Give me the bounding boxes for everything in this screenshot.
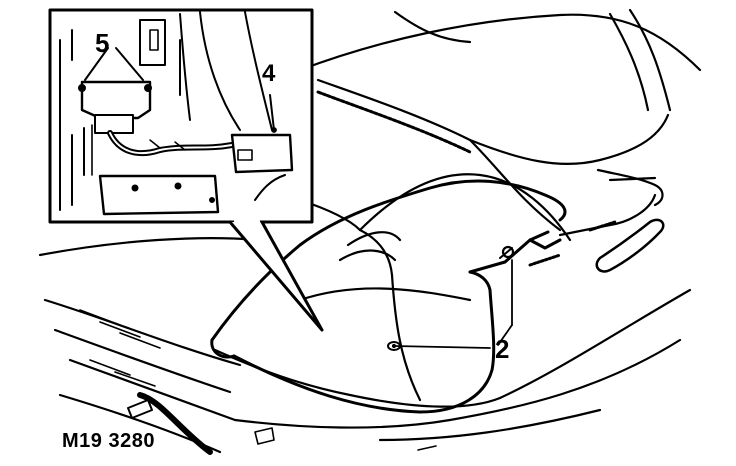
harness-connector [230,133,294,174]
seat-scene [38,8,702,455]
detail-inset [48,8,324,332]
floor-fixing-bolt [387,341,491,351]
callout-label-2: 2 [495,334,510,364]
callout-label-5: 5 [95,28,110,58]
buckle-mounting-plate [98,174,220,216]
rail-fixing-bolt [497,259,513,346]
callout-label-4: 4 [262,60,276,87]
figure-reference-code: M19 3280 [62,430,155,452]
buckle-housing [80,80,152,120]
seat-belt-webbing [210,179,567,414]
